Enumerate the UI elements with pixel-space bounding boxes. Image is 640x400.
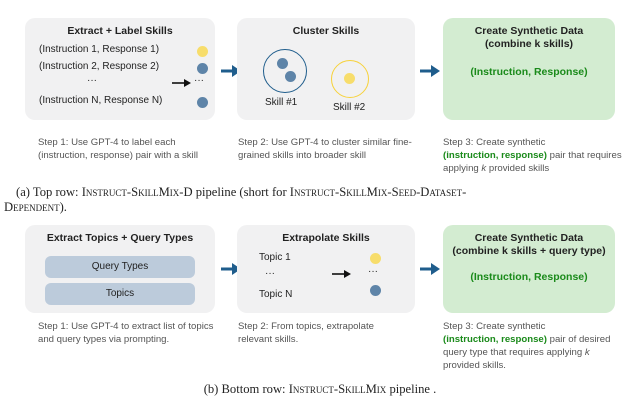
panel-subtitle: (combine k skills) [484, 38, 574, 50]
list-item: ··· [87, 75, 97, 86]
list-item: (Instruction N, Response N) [39, 95, 163, 106]
panel-title: Create Synthetic Data [474, 232, 584, 244]
skill-dot-yellow [344, 73, 355, 84]
skill-dot-yellow [370, 253, 381, 264]
flow-arrow-icon [221, 263, 241, 275]
flow-arrow-icon [420, 263, 440, 275]
list-item: (Instruction 2, Response 2) [39, 61, 160, 72]
step-2-description: Step 2: From topics, extrapolate relevan… [238, 321, 374, 345]
panel-title: Extract + Label Skills [67, 25, 173, 37]
skill-cluster-circle [331, 60, 369, 98]
list-item: (Instruction 1, Response 1) [39, 44, 160, 55]
extrapolate-skills-panel: Extrapolate Skills Topic 1 ··· Topic N ·… [237, 225, 415, 313]
step-1-description: Step 1: Use GPT-4 to label each (instruc… [38, 137, 198, 161]
skill-dot-blue [197, 97, 208, 108]
ellipsis: ··· [368, 266, 378, 277]
ellipsis: ··· [265, 268, 275, 279]
caption-b: (b) Bottom row: Instruct-SkillMix pipeli… [203, 382, 437, 396]
extract-topics-panel: Extract Topics + Query Types Query Types… [25, 225, 215, 313]
skill-dot-blue [285, 71, 296, 82]
skill-cluster-circle [263, 49, 307, 93]
instruction-response-label: (Instruction, Response) [470, 271, 588, 283]
skill-dot-blue [277, 58, 288, 69]
step-3-description: Step 3: Create synthetic (instruction, r… [443, 321, 611, 371]
caption-a: (a) Top row: Instruct-SkillMix-D pipelin… [4, 185, 467, 214]
step-3-description: Step 3: Create synthetic (instruction, r… [443, 137, 622, 174]
create-synthetic-data-panel: Create Synthetic Data (combine k skills … [443, 225, 615, 313]
topic-label: Topic 1 [259, 252, 291, 263]
topic-label: Topic N [259, 289, 293, 300]
skill-label: Skill #2 [333, 102, 366, 113]
cluster-skills-panel: Cluster Skills Skill #1 Skill #2 [237, 18, 415, 120]
step-1-description: Step 1: Use GPT-4 to extract list of top… [38, 321, 214, 345]
create-synthetic-data-panel: Create Synthetic Data (combine k skills)… [443, 18, 615, 120]
skill-dot-yellow [197, 46, 208, 57]
skill-dot-blue [197, 63, 208, 74]
panel-title: Extrapolate Skills [282, 232, 370, 244]
small-arrow-icon [172, 79, 191, 87]
step-2-description: Step 2: Use GPT-4 to cluster similar fin… [238, 137, 412, 161]
topics-pill: Topics [45, 283, 195, 305]
flow-arrow-icon [221, 65, 241, 77]
panel-title: Create Synthetic Data [474, 25, 584, 37]
panel-title: Cluster Skills [292, 25, 360, 37]
query-types-pill: Query Types [45, 256, 195, 278]
skill-label: Skill #1 [265, 97, 298, 108]
instruction-response-label: (Instruction, Response) [470, 66, 588, 78]
panel-title: Extract Topics + Query Types [46, 232, 194, 244]
flow-arrow-icon [420, 65, 440, 77]
skill-dot-blue [370, 285, 381, 296]
ellipsis: ··· [194, 75, 204, 86]
small-arrow-icon [332, 270, 351, 278]
panel-subtitle: (combine k skills + query type) [452, 245, 606, 257]
extract-label-skills-panel: Extract + Label Skills (Instruction 1, R… [25, 18, 215, 120]
